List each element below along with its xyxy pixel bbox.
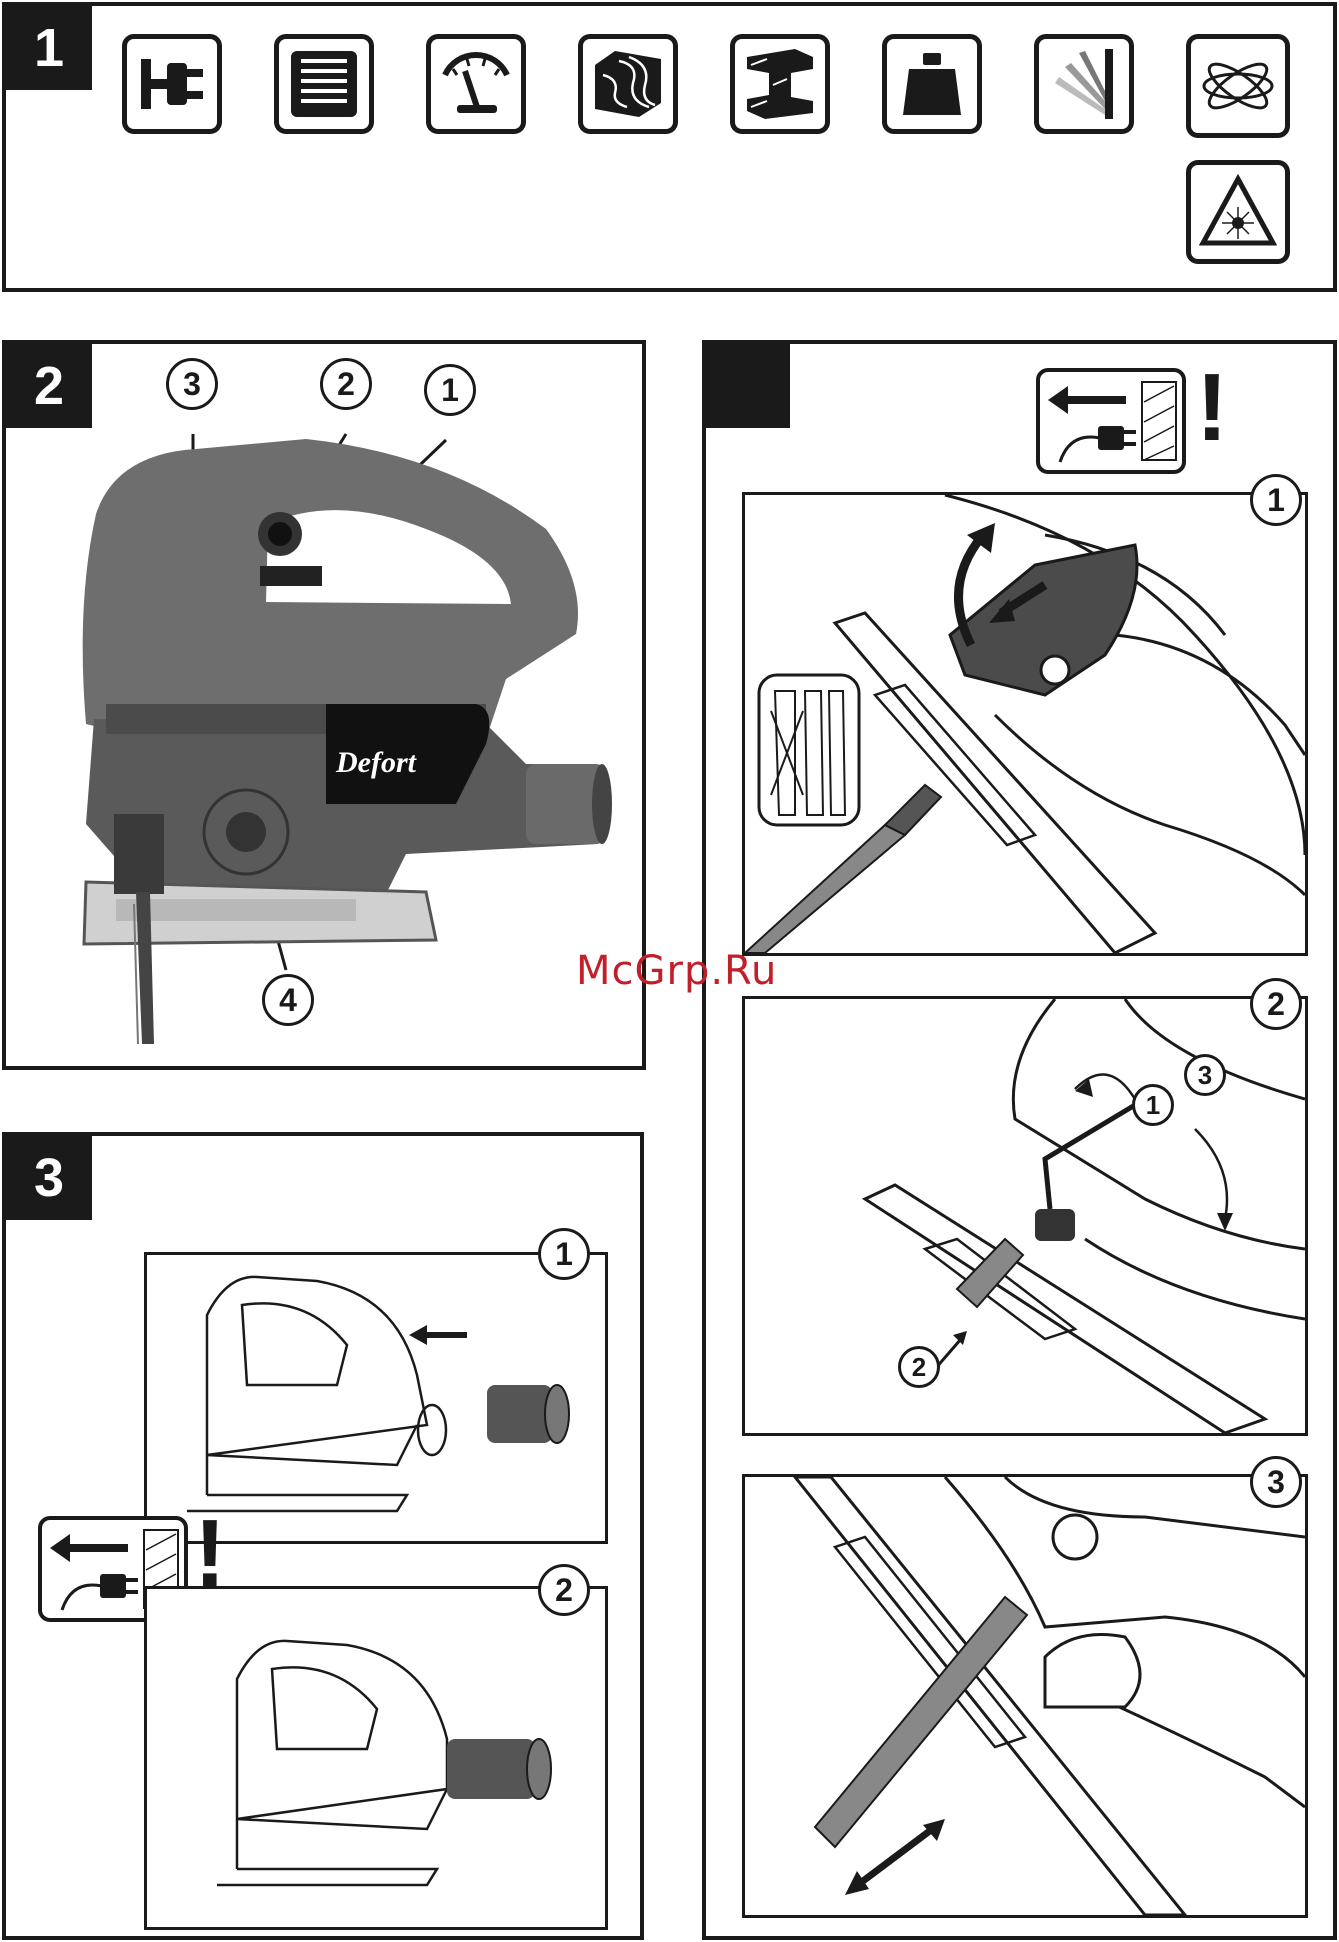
vibration-icon	[1186, 34, 1290, 138]
blade-locked-illustration	[745, 1477, 1305, 1915]
step-2-callout: 2	[538, 1564, 590, 1616]
panel-number-blank	[706, 344, 790, 428]
wood-cut-icon	[578, 34, 678, 134]
panel-3-dust-adapter: 3 1	[2, 1132, 644, 1940]
brand-logo: Defort	[335, 746, 418, 779]
panel-4-step-2	[742, 996, 1308, 1436]
steel-beam-icon	[730, 34, 830, 134]
step-2-sub-callout-3: 3	[1184, 1054, 1226, 1096]
callout-3: 3	[166, 358, 218, 410]
step-2-sub-callout-1: 1	[1132, 1084, 1174, 1126]
swing-angle-icon	[1034, 34, 1134, 134]
laser-warning-icon	[1186, 160, 1290, 264]
panel-number: 3	[6, 1136, 92, 1220]
unplug-warning-icon	[1036, 368, 1186, 474]
motor-vents-icon	[274, 34, 374, 134]
jigsaw-outline-step-2	[147, 1589, 607, 1929]
panel-4-step-3	[742, 1474, 1308, 1918]
plug-icon	[122, 34, 222, 134]
step-2-sub-callout-2: 2	[898, 1346, 940, 1388]
callout-4: 4	[262, 974, 314, 1026]
blade-release-illustration	[745, 495, 1305, 953]
exclamation-mark-icon: !	[1196, 360, 1228, 456]
panel-4-step-1	[742, 492, 1308, 956]
jigsaw-photo: Defort	[6, 344, 646, 1070]
callout-2: 2	[320, 358, 372, 410]
step-1-callout: 1	[1250, 474, 1302, 526]
step-3-callout: 3	[1250, 1456, 1302, 1508]
speed-gauge-icon	[426, 34, 526, 134]
panel-2-tool-overview: 2 Defort 3 2 1 4	[2, 340, 646, 1070]
panel-1: 1	[2, 2, 1337, 292]
panel-4-blade-change: ! 1	[702, 340, 1337, 1940]
callout-1: 1	[424, 364, 476, 416]
panel-3-step-2	[144, 1586, 608, 1930]
watermark-text: McGrp.Ru	[576, 948, 777, 994]
step-1-callout: 1	[538, 1228, 590, 1280]
panel-number: 1	[6, 6, 92, 90]
step-2-callout: 2	[1250, 978, 1302, 1030]
weight-icon	[882, 34, 982, 134]
